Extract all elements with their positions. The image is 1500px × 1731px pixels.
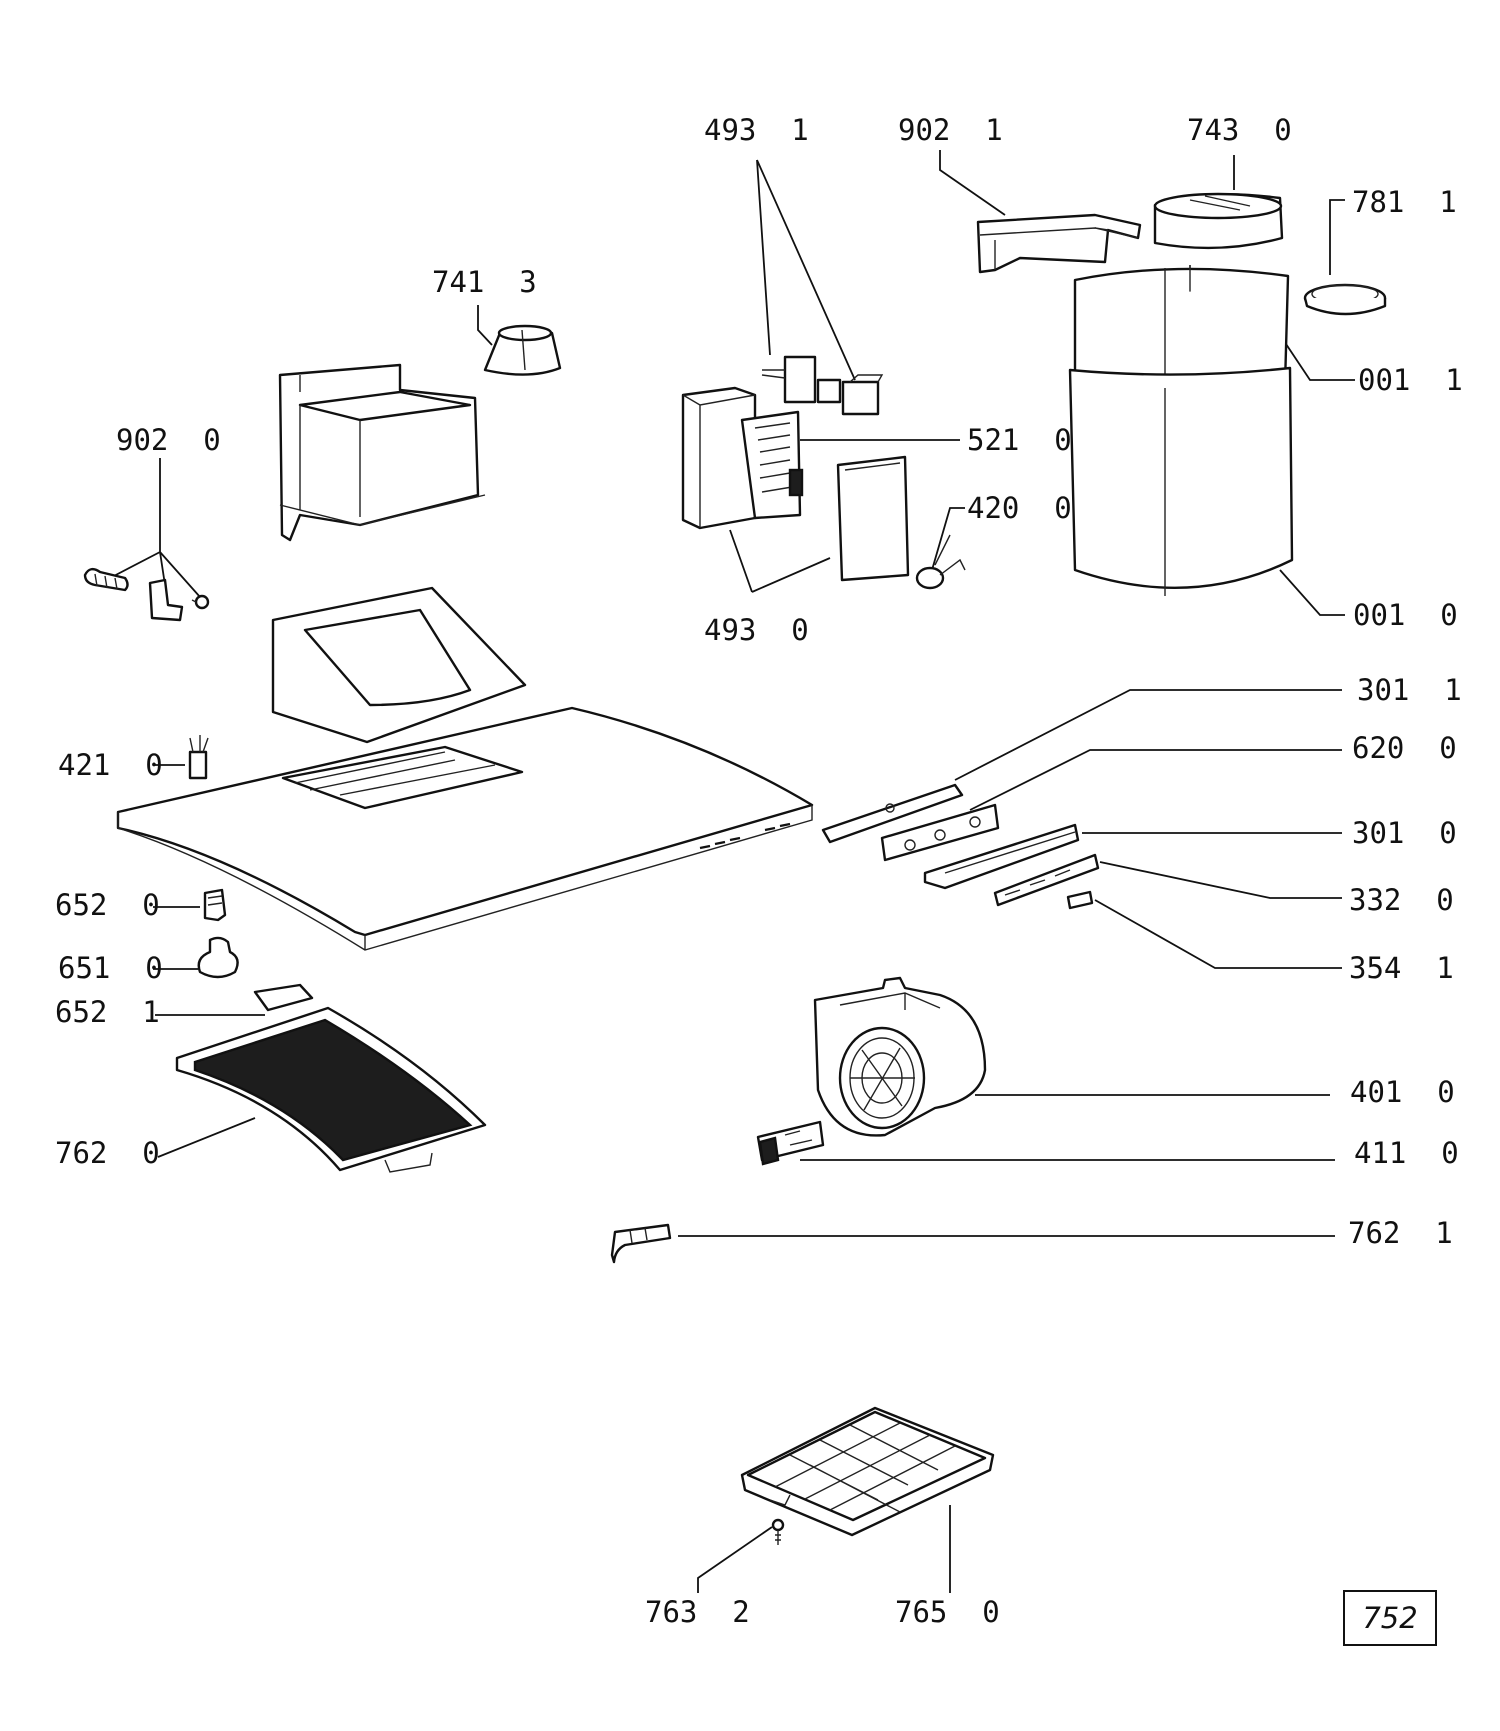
reference-number: 752 bbox=[1362, 1601, 1418, 1635]
control-box bbox=[681, 386, 910, 582]
callout-652-1: 652 1 bbox=[55, 995, 160, 1029]
grease-filter bbox=[175, 1006, 487, 1173]
callout-521-0: 521 0 bbox=[967, 423, 1072, 457]
callout-420-0: 420 0 bbox=[967, 491, 1072, 525]
callout-652-0: 652 0 bbox=[55, 888, 160, 922]
callout-354-1: 354 1 bbox=[1349, 951, 1454, 985]
callout-781-1: 781 1 bbox=[1352, 185, 1457, 219]
filter-clip bbox=[610, 1223, 672, 1264]
hood-canopy bbox=[116, 586, 814, 951]
ring-flange bbox=[1303, 283, 1387, 316]
callout-762-1: 762 1 bbox=[1348, 1216, 1453, 1250]
callout-765-0: 765 0 bbox=[895, 1595, 1000, 1629]
lamp-cover bbox=[483, 324, 562, 376]
callout-743-0: 743 0 bbox=[1187, 113, 1292, 147]
callout-741-3: 741 3 bbox=[432, 265, 537, 299]
leader-lines bbox=[109, 150, 1355, 1593]
blower-fan bbox=[813, 976, 987, 1137]
motor-housing-box bbox=[278, 363, 486, 542]
terminal-block bbox=[756, 1120, 825, 1166]
callout-763-2: 763 2 bbox=[645, 1595, 750, 1629]
callout-301-1: 301 1 bbox=[1357, 673, 1462, 707]
callout-332-0: 332 0 bbox=[1349, 883, 1454, 917]
callout-902-0: 902 0 bbox=[116, 423, 221, 457]
callout-001-0: 001 0 bbox=[1353, 598, 1458, 632]
callout-411-0: 411 0 bbox=[1354, 1136, 1459, 1170]
callout-651-0: 651 0 bbox=[58, 951, 163, 985]
callout-421-0: 421 0 bbox=[58, 748, 163, 782]
callout-493-0: 493 0 bbox=[704, 613, 809, 647]
fixing-set bbox=[83, 567, 210, 622]
callout-001-1: 001 1 bbox=[1358, 363, 1463, 397]
callout-labels: 493 1 902 1 743 0 781 1 741 3 001 1 902 … bbox=[55, 113, 1463, 1629]
carbon-filter bbox=[740, 1406, 995, 1537]
lamp-holder bbox=[188, 735, 209, 780]
control-panel-parts bbox=[821, 783, 1100, 910]
callout-762-0: 762 0 bbox=[55, 1136, 160, 1170]
callout-401-0: 401 0 bbox=[1350, 1075, 1455, 1109]
switch-components bbox=[761, 355, 884, 416]
screw bbox=[771, 1518, 785, 1545]
reference-box: 752 bbox=[1343, 1590, 1437, 1646]
bracket-upper bbox=[976, 213, 1142, 274]
lamp-bulb bbox=[197, 936, 239, 979]
callout-620-0: 620 0 bbox=[1352, 731, 1457, 765]
capacitor bbox=[915, 534, 966, 590]
callout-902-1: 902 1 bbox=[898, 113, 1003, 147]
callout-493-1: 493 1 bbox=[704, 113, 809, 147]
callout-301-0: 301 0 bbox=[1352, 816, 1457, 850]
lamp-glass bbox=[253, 983, 314, 1012]
chimney-cover bbox=[1068, 265, 1294, 596]
lamp-bulb-holder bbox=[203, 888, 227, 922]
round-adapter bbox=[1153, 192, 1284, 250]
